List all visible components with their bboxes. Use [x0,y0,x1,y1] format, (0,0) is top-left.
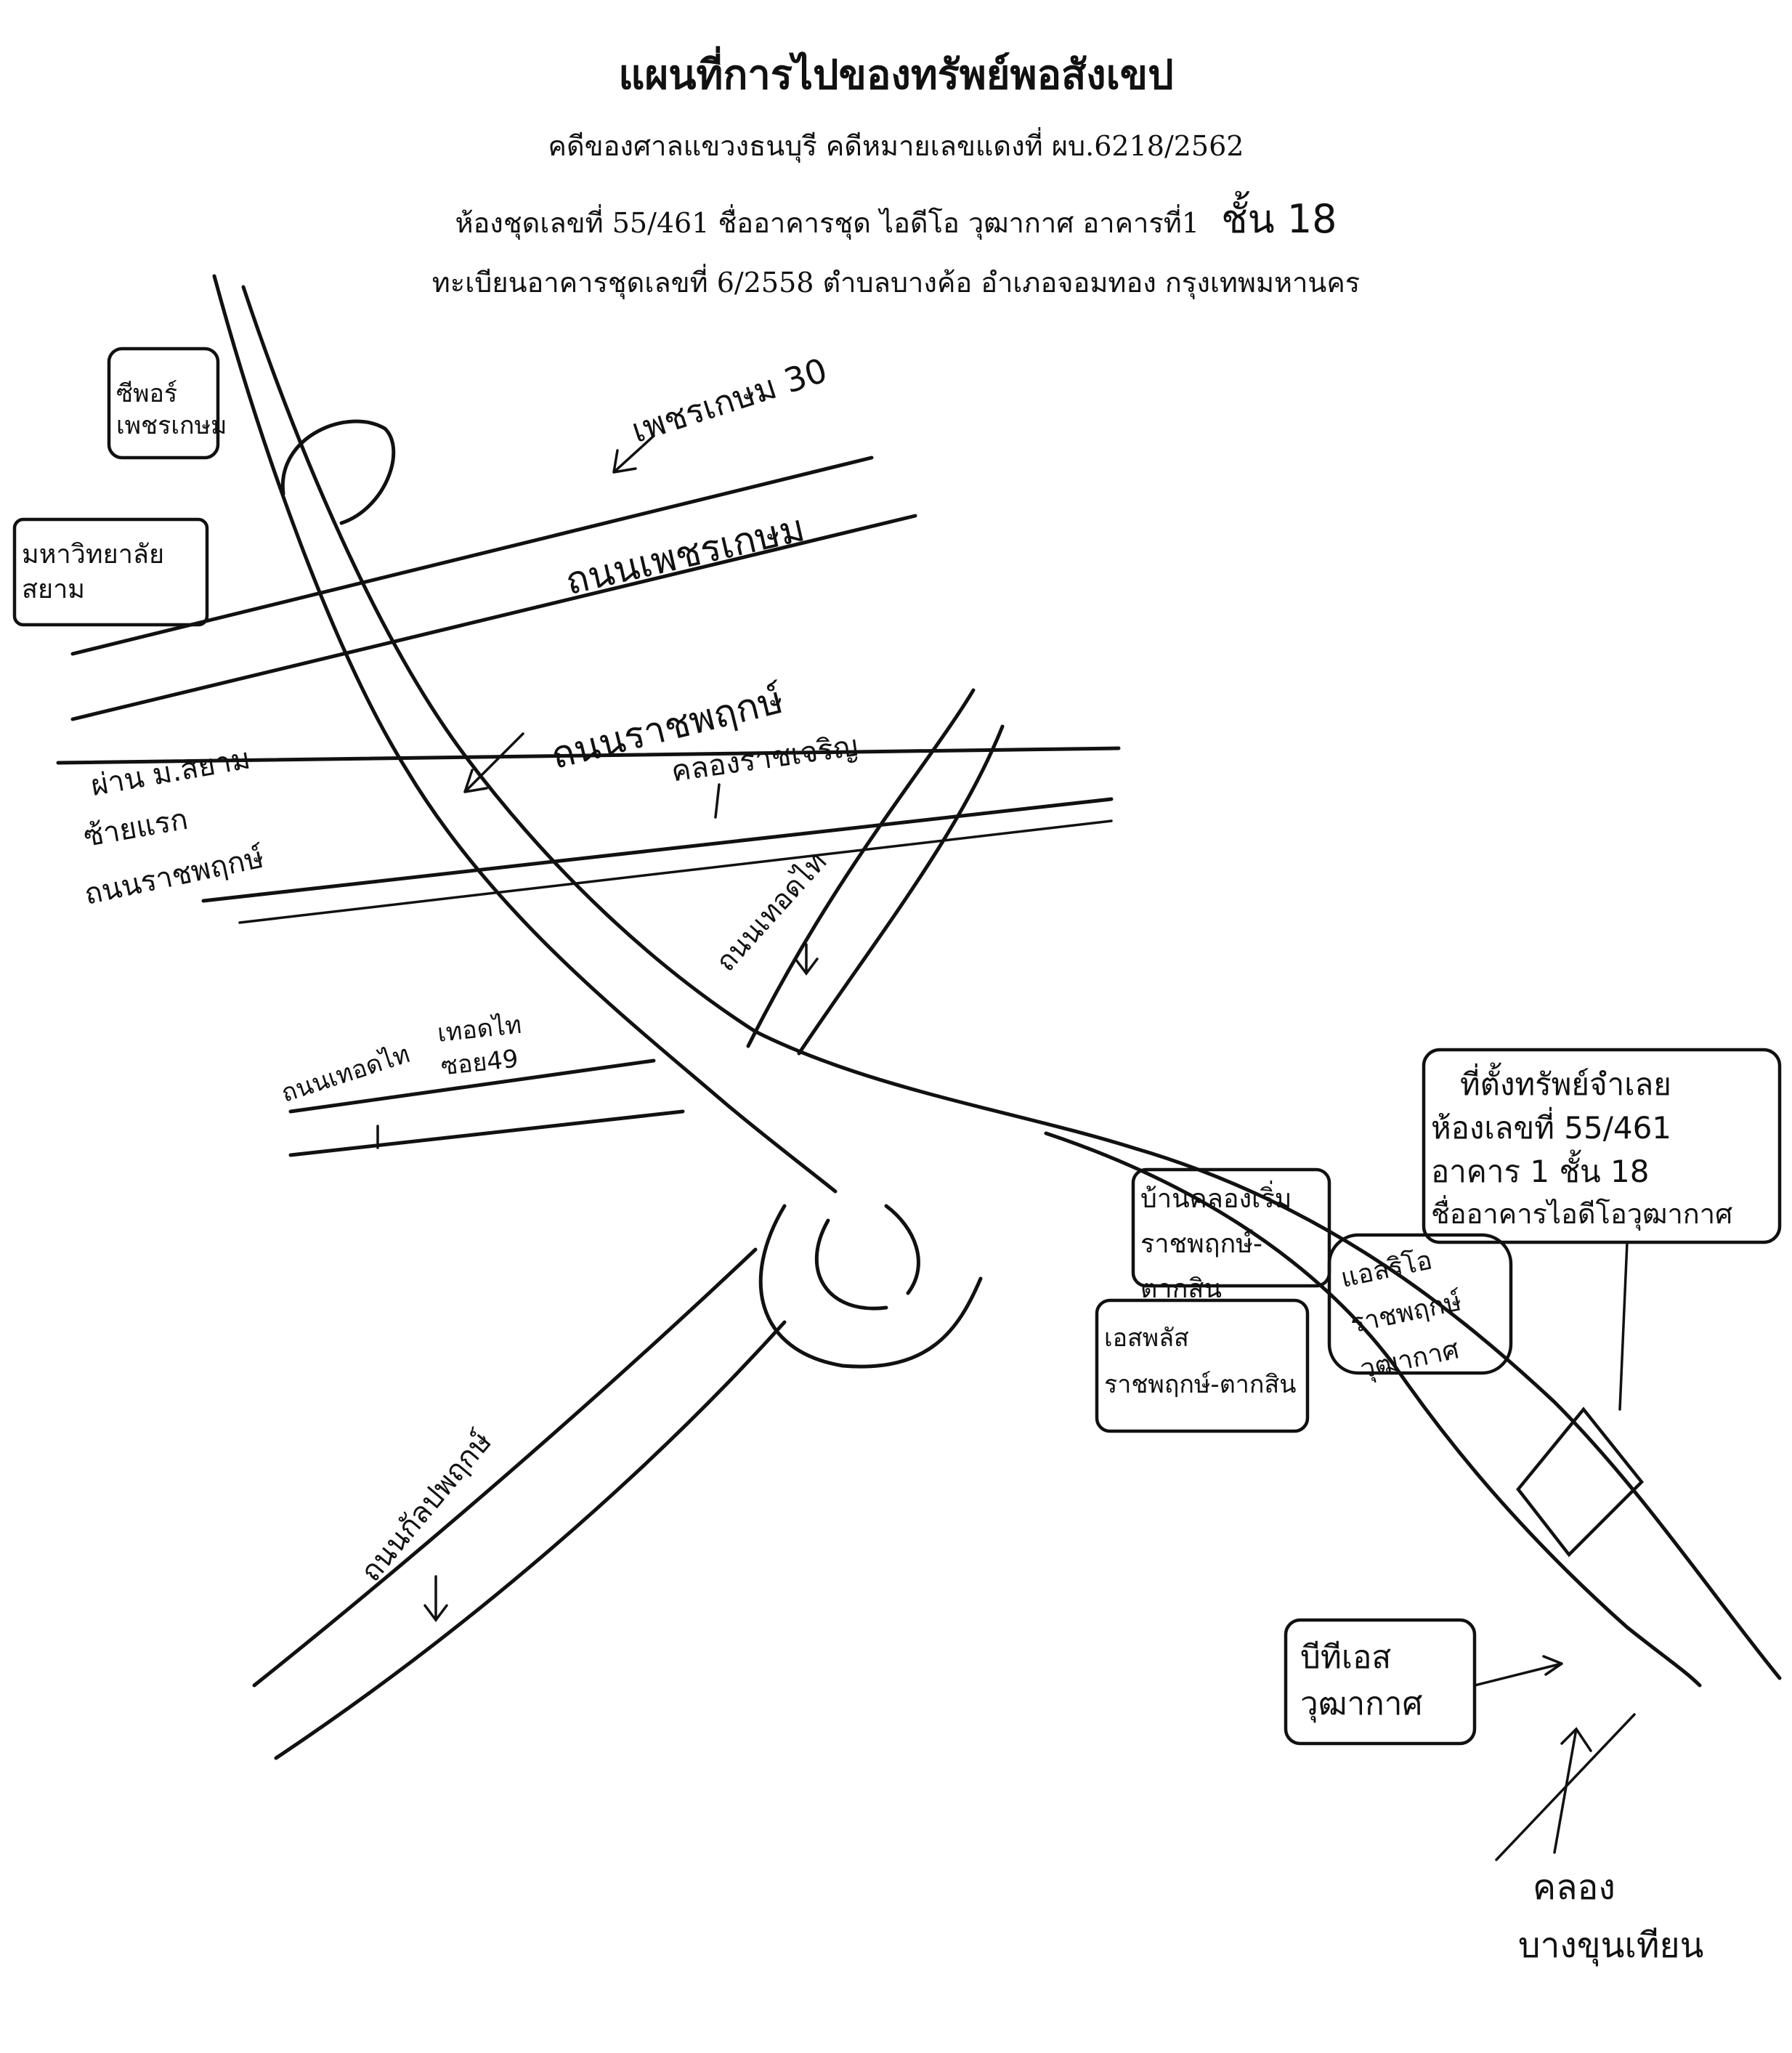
arrow-phetkasem-soi [612,434,655,474]
arrow-khlong-rajcharoen [714,783,721,819]
arrow-thoet-thai-upper [794,943,819,976]
interchange-loop-3 [884,1204,920,1295]
l-rio-box [1327,1233,1513,1375]
siam-university-box [12,517,209,627]
arrow-ratchaphruek [463,732,524,793]
case-number-line: คดีของศาลแขวงธนบุรี คดีหมายเลขแดงที่ ผบ.… [548,130,1244,162]
label-property-name: ชื่ออาคารไอดีโอวุฒากาศ [1431,1198,1733,1230]
label-khlong-1: คลอง [1533,1867,1615,1908]
ban-khlong-roem-box [1131,1167,1331,1288]
ratchaphruek-lower-top-edge [753,1029,1782,1680]
thoet-thai-road-lower-bottom [288,1109,685,1157]
khlong-rajcharoen-bottom [201,797,1114,903]
label-siam-university: มหาวิทยาลัยสยาม [22,540,165,604]
ratchaphruek-road-right-edge [241,285,758,1034]
central-phetkasem-box [107,347,220,460]
interchange-loop-1 [758,1204,983,1369]
kanlapaphruek-road-top [252,1247,758,1688]
room-floor-handwritten: ชั้น 18 [1221,196,1337,242]
arrow-bts [1473,1655,1563,1687]
label-khlong-2: บางขุนเทียน [1518,1925,1704,1966]
registration-line: ทะเบียนอาคารชุดเลขที่ 6/2558 ตำบลบางค้อ … [431,267,1361,299]
khlong-rajcharoen-bank [238,819,1113,924]
room-line-text: ห้องชุดเลขที่ 55/461 ชื่ออาคารชุด ไอดีโอ… [455,207,1199,239]
label-s-plus: เอสพลัส ราชพฤกษ์-ตากสิน [1104,1324,1297,1399]
arrow-kanlapaphruek [423,1575,448,1622]
property-marker-line [1618,1241,1629,1411]
khlong-rajcharoen-top [56,746,1121,765]
phetkasem-road-bottom-edge [70,514,917,721]
room-line: ห้องชุดเลขที่ 55/461 ชื่ออาคารชุด ไอดีโอ… [0,187,1792,250]
label-property-building: อาคาร 1 ชั้น 18 [1431,1154,1650,1189]
page-title: แผนที่การไปของทรัพย์พอสังเขป [618,51,1174,99]
s-plus-box [1095,1298,1310,1433]
kanlapaphruek-road-bottom [274,1320,787,1760]
thoet-thai-road-lower-top [288,1058,656,1114]
thoet-thai-road-upper-left [746,688,976,1048]
label-bts: บีทีเอส วุฒากาศ [1300,1639,1423,1722]
bts-box [1284,1618,1477,1746]
label-property-title: ที่ตั้งทรัพย์จำเลย [1460,1066,1671,1102]
label-thoet-thai-soi: เทอดไท ซอย49 [436,1010,523,1082]
khlong-bang-khun-thian-arrow [1553,1727,1592,1854]
property-box [1422,1048,1782,1244]
label-ban-khlong-roem: บ้านคลองเริ่ม ราชพฤกษ์-ตากสิน [1140,1184,1292,1304]
label-property-room: ห้องเลขที่ 55/461 [1431,1110,1672,1146]
label-central-phetkasem: ซีพอร์ เพชรเกษม [116,379,227,440]
thoet-thai-road-upper-right [797,724,1005,1056]
property-marker [1516,1406,1645,1558]
interchange-loop-2 [814,1218,888,1311]
ratchaphruek-lower-bottom-edge [1044,1131,1702,1688]
roundabout [280,419,396,525]
